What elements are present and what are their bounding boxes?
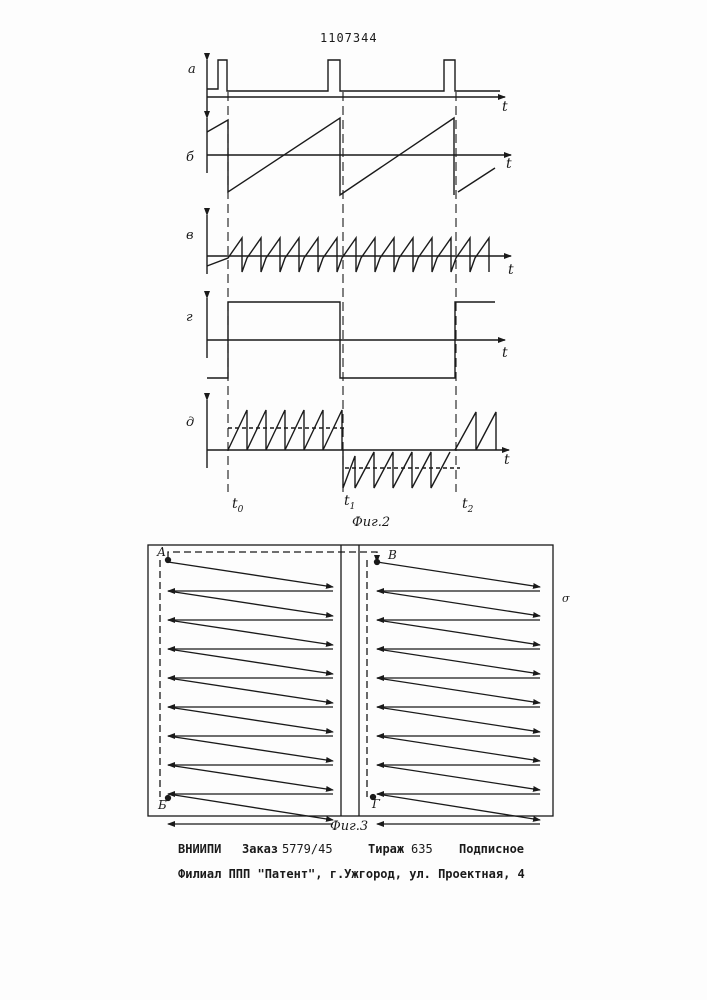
left-field-forward-scan (168, 678, 333, 703)
right-field-forward-scan (377, 620, 540, 645)
channel-label-g: г (186, 310, 193, 325)
fig3-frame (148, 545, 553, 816)
axis-label-t-v: t (508, 262, 514, 278)
stray-mark: σ (562, 592, 570, 605)
axis-label-t-a: t (502, 99, 508, 115)
channel-label-d: д (186, 415, 194, 430)
channel-label-v: в (186, 228, 194, 243)
imprint-print-run: 635 (411, 842, 433, 856)
imprint-branch-line: Филиал ППП "Патент", г.Ужгород, ул. Прое… (178, 867, 525, 881)
fig3-scan-raster (148, 545, 553, 824)
right-field-forward-scan (377, 562, 540, 587)
time-mark-t2: t2 (462, 496, 473, 515)
transfer-path-a-to-v (168, 552, 377, 562)
corner-label-top-left: А (157, 545, 166, 559)
right-field-forward-scan (377, 591, 540, 616)
time-mark-t1: t1 (344, 493, 355, 512)
channel-a-pulse-train (207, 60, 500, 91)
imprint-print-run-label: Тираж (368, 842, 404, 856)
imprint-org: ВНИИПИ (178, 842, 221, 856)
imprint-subscription: Подписное (459, 842, 524, 856)
time-mark-t0: t0 (232, 496, 243, 515)
corner-label-bottom-right: Г (372, 797, 380, 811)
channel-label-b: б (186, 150, 194, 165)
channel-b-sawtooth (207, 118, 454, 195)
fig2-timing-diagram (207, 60, 511, 492)
left-field-forward-scan (168, 562, 333, 587)
left-field-forward-scan (168, 620, 333, 645)
right-field-forward-scan (377, 707, 540, 732)
left-field-forward-scan (168, 649, 333, 674)
corner-label-top-right: В (388, 548, 397, 562)
channel-d-upper-sawtooth (228, 410, 342, 450)
imprint-order-label: Заказ (242, 842, 278, 856)
imprint-order-number: 5779/45 (282, 842, 333, 856)
left-field-forward-scan (168, 736, 333, 761)
right-field-forward-scan (377, 736, 540, 761)
corner-label-bottom-left: Б (158, 798, 167, 812)
fig2-caption: Фиг.2 (352, 515, 390, 530)
fig3-caption: Фиг.3 (330, 819, 368, 834)
channel-d-tail-sawtooth (455, 412, 496, 450)
channel-label-a: а (188, 62, 196, 77)
left-field-forward-scan (168, 707, 333, 732)
channel-d-lower-sawtooth (343, 450, 450, 488)
right-field-forward-scan (377, 765, 540, 790)
channel-v-fast-sawtooth (207, 238, 489, 272)
right-field-forward-scan (377, 649, 540, 674)
left-field-forward-scan (168, 591, 333, 616)
channel-b-tail-ramp (458, 168, 495, 192)
axis-label-t-b: t (506, 156, 512, 172)
patent-number: 1107344 (320, 31, 378, 45)
axis-label-t-g: t (502, 345, 508, 361)
left-field-forward-scan (168, 765, 333, 790)
right-field-forward-scan (377, 678, 540, 703)
axis-label-t-d: t (504, 452, 510, 468)
